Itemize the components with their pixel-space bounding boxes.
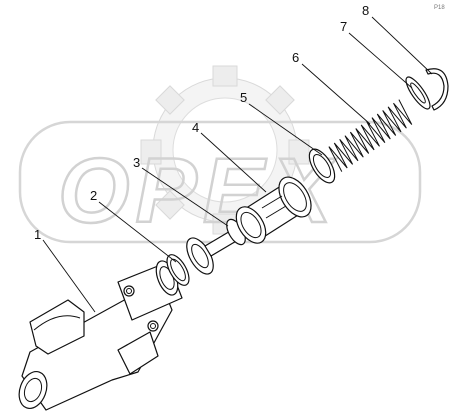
callout-8: 8 bbox=[362, 3, 369, 18]
callout-2: 2 bbox=[90, 188, 97, 203]
callout-1: 1 bbox=[34, 227, 41, 242]
callout-6: 6 bbox=[292, 50, 299, 65]
part-7-washer bbox=[405, 76, 431, 110]
part-6-spring bbox=[328, 99, 413, 172]
callout-7: 7 bbox=[340, 19, 347, 34]
leader-lines bbox=[42, 16, 433, 313]
callout-3: 3 bbox=[133, 155, 140, 170]
part-2-o-ring bbox=[166, 254, 190, 286]
corner-mark: P18 bbox=[434, 5, 445, 11]
part-8-retaining-clip bbox=[425, 68, 449, 111]
callout-5: 5 bbox=[240, 90, 247, 105]
callouts: 1 2 3 4 5 6 7 8 bbox=[34, 3, 369, 242]
part-5-o-ring bbox=[308, 148, 336, 184]
part-4-piston bbox=[235, 176, 312, 244]
callout-4: 4 bbox=[192, 120, 199, 135]
part-1-valve-body bbox=[18, 260, 183, 411]
watermark: OPEX bbox=[18, 65, 422, 244]
